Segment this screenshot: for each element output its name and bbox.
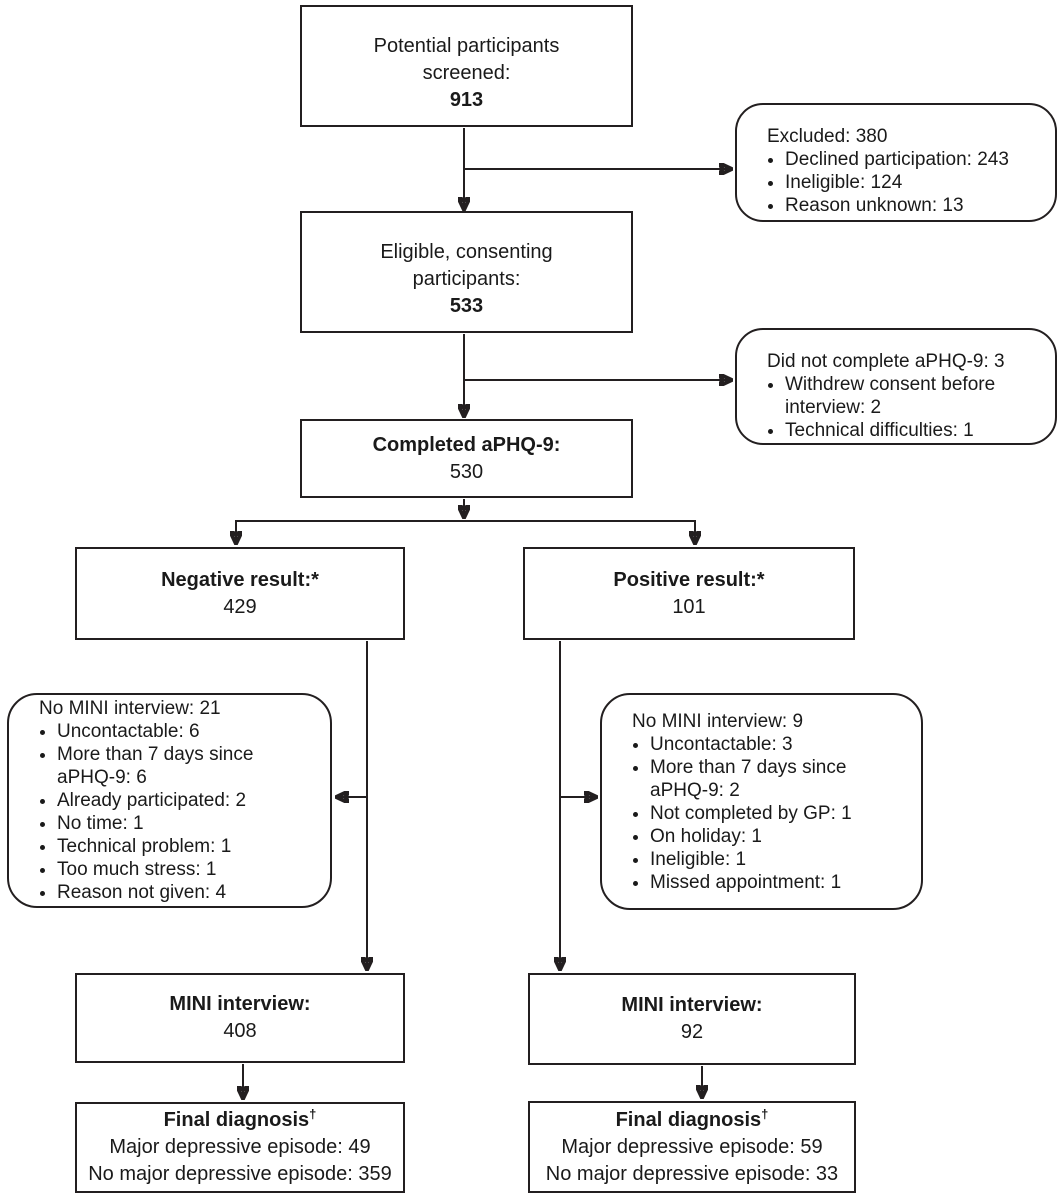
note-item: Technical difficulties: 1 [785, 419, 1045, 442]
box-eligible-value: 533 [449, 294, 484, 317]
box-negative-result-label: Negative result:* [161, 568, 319, 591]
box-eligible: Eligible, consenting participants: 533 [300, 211, 633, 333]
note-item: Ineligible: 124 [785, 171, 1045, 194]
note-item: Withdrew consent before interview: 2 [785, 373, 1045, 419]
box-negative-result-value: 429 [223, 595, 257, 618]
box-mini-negative-value: 408 [223, 1020, 257, 1042]
note-item: Missed appointment: 1 [650, 871, 911, 894]
note-item: Too much stress: 1 [57, 858, 320, 881]
box-eligible-label: Eligible, consenting participants: [380, 240, 553, 290]
dagger-symbol: † [309, 1106, 317, 1122]
note-item: On holiday: 1 [650, 825, 911, 848]
note-item: Uncontactable: 6 [57, 720, 320, 743]
note-item: Ineligible: 1 [650, 848, 911, 871]
note-no-aphq9-header: Did not complete aPHQ-9: 3 [767, 351, 1005, 372]
note-item: Technical problem: 1 [57, 835, 320, 858]
box-final-negative-title: Final diagnosis† [77, 1107, 403, 1134]
dagger-symbol: † [761, 1105, 769, 1121]
box-positive-result-label: Positive result:* [613, 568, 765, 591]
box-screened: Potential participants screened: 913 [300, 5, 633, 127]
note-no-aphq9: Did not complete aPHQ-9: 3 Withdrew cons… [735, 328, 1057, 445]
box-screened-value: 913 [449, 88, 484, 111]
box-positive-result-value: 101 [672, 595, 706, 618]
note-item: Reason not given: 4 [57, 881, 320, 904]
note-item: More than 7 days since aPHQ-9: 2 [650, 756, 911, 802]
note-item: Already participated: 2 [57, 789, 320, 812]
box-final-positive-line2: No major depressive episode: 33 [545, 1162, 839, 1185]
box-final-negative-line2: No major depressive episode: 359 [88, 1163, 392, 1185]
box-mini-positive: MINI interview: 92 [528, 973, 856, 1065]
box-completed-value: 530 [449, 460, 484, 483]
box-final-negative: Final diagnosis† Major depressive episod… [75, 1102, 405, 1193]
note-no-mini-negative: No MINI interview: 21 Uncontactable: 6 M… [7, 693, 332, 908]
box-mini-negative-label: MINI interview: [169, 993, 311, 1015]
note-no-mini-negative-list: Uncontactable: 6 More than 7 days since … [39, 720, 320, 904]
box-completed: Completed aPHQ-9: 530 [300, 419, 633, 498]
box-final-positive-title: Final diagnosis† [530, 1107, 854, 1134]
box-mini-negative: MINI interview: 408 [75, 973, 405, 1063]
box-final-positive: Final diagnosis† Major depressive episod… [528, 1101, 856, 1193]
note-excluded-list: Declined participation: 243 Ineligible: … [767, 148, 1045, 217]
box-negative-result: Negative result:* 429 [75, 547, 405, 640]
box-screened-label: Potential participants screened: [373, 34, 560, 84]
note-item: No time: 1 [57, 812, 320, 835]
box-completed-label: Completed aPHQ-9: [372, 433, 561, 456]
note-no-mini-negative-header: No MINI interview: 21 [39, 698, 221, 719]
note-item: Declined participation: 243 [785, 148, 1045, 171]
box-final-negative-line1: Major depressive episode: 49 [109, 1136, 371, 1158]
note-item: Uncontactable: 3 [650, 733, 911, 756]
note-excluded-header: Excluded: 380 [767, 126, 888, 147]
note-no-mini-positive-header: No MINI interview: 9 [632, 710, 804, 732]
final-title-text: Final diagnosis [163, 1109, 310, 1131]
box-final-positive-line1: Major depressive episode: 59 [561, 1135, 823, 1158]
note-item: Not completed by GP: 1 [650, 802, 911, 825]
note-item: Reason unknown: 13 [785, 194, 1045, 217]
note-excluded: Excluded: 380 Declined participation: 24… [735, 103, 1057, 222]
note-item: More than 7 days since aPHQ-9: 6 [57, 743, 320, 789]
note-no-mini-positive-list: Uncontactable: 3 More than 7 days since … [632, 733, 911, 894]
box-positive-result: Positive result:* 101 [523, 547, 855, 640]
note-no-aphq9-list: Withdrew consent before interview: 2 Tec… [767, 373, 1045, 442]
note-no-mini-positive: No MINI interview: 9 Uncontactable: 3 Mo… [600, 693, 923, 910]
box-mini-positive-label: MINI interview: [621, 994, 763, 1016]
final-title-text: Final diagnosis [615, 1108, 762, 1131]
box-mini-positive-value: 92 [680, 1021, 704, 1043]
